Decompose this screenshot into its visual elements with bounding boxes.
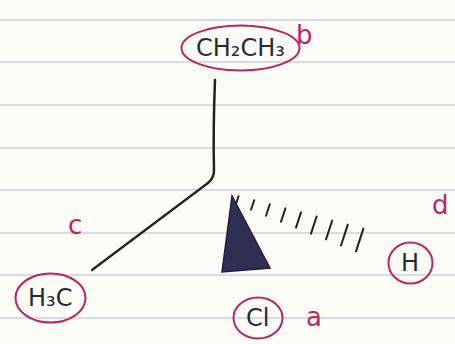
- bond-line: [92, 183, 208, 270]
- circled-group: CH₂CH₃: [180, 24, 301, 72]
- priority-letter: b: [296, 22, 313, 48]
- priority-letter: d: [432, 192, 449, 218]
- wedge-bond: [222, 196, 270, 272]
- group-formula: Cl: [246, 306, 284, 330]
- circled-group: H₃C: [14, 272, 87, 324]
- group-formula: H₃C: [28, 286, 87, 310]
- circled-group: Cl: [232, 296, 284, 340]
- circled-group: H: [387, 241, 434, 285]
- group-formula: CH₂CH₃: [196, 36, 301, 60]
- priority-letter: c: [68, 212, 82, 238]
- group-formula: H: [401, 251, 434, 275]
- bond-line: [208, 80, 215, 183]
- priority-letter: a: [306, 304, 322, 330]
- notebook-lines: [0, 20, 455, 318]
- hashed-bond: [236, 196, 363, 251]
